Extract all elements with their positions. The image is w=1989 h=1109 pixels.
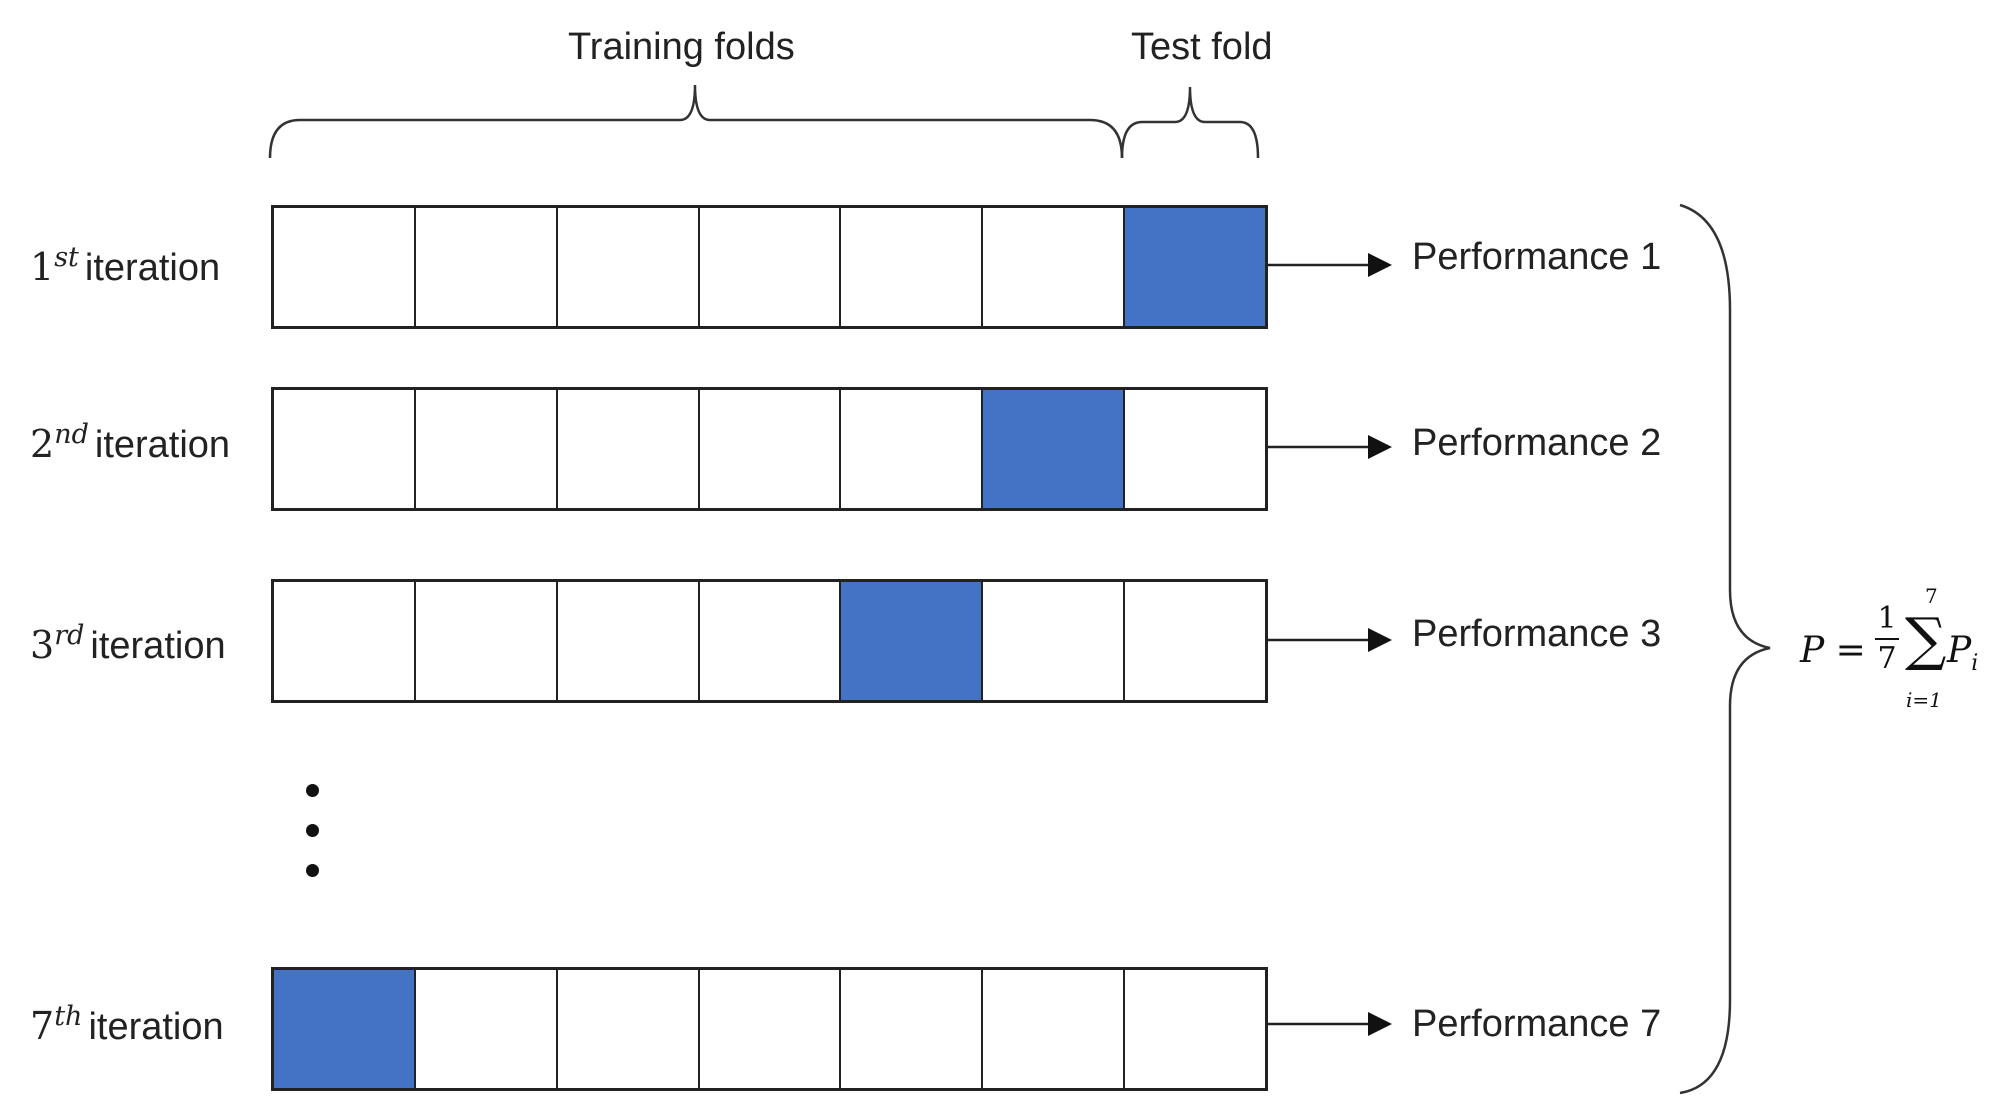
sum-symbol: ∑ bbox=[1905, 605, 1947, 673]
test-fold-label: Test fold bbox=[1131, 26, 1273, 68]
fold-cell bbox=[1125, 970, 1266, 1088]
fold-cell bbox=[841, 970, 984, 1088]
fold-cell bbox=[699, 390, 842, 508]
fold-row-3 bbox=[271, 579, 1268, 703]
ordinal-number: 2 bbox=[30, 422, 55, 466]
fold-cell bbox=[415, 970, 558, 1088]
fraction-denominator: 7 bbox=[1877, 641, 1897, 676]
test-fold-cell bbox=[274, 970, 416, 1088]
iteration-word: iteration bbox=[84, 247, 221, 289]
test-fold-brace bbox=[1120, 86, 1260, 159]
test-fold-cell bbox=[983, 390, 1126, 508]
arrowhead-1 bbox=[1368, 253, 1392, 277]
training-folds-brace bbox=[268, 84, 1124, 159]
arrowhead-2 bbox=[1368, 435, 1392, 459]
fold-cell bbox=[983, 970, 1126, 1088]
ordinal-suffix: th bbox=[54, 1001, 83, 1032]
sum-upper-limit: 7 bbox=[1925, 584, 1938, 608]
formula-term: Pi bbox=[1947, 630, 1978, 676]
formula-lhs: P = bbox=[1800, 630, 1866, 671]
ordinal-number: 3 bbox=[30, 623, 55, 667]
ordinal-suffix: nd bbox=[54, 419, 89, 450]
fold-cell bbox=[983, 208, 1126, 326]
fold-cell bbox=[557, 970, 700, 1088]
arrowhead-3 bbox=[1368, 628, 1392, 652]
fold-cell bbox=[557, 208, 700, 326]
ordinal-number: 7 bbox=[30, 1004, 55, 1048]
fold-cell bbox=[415, 208, 558, 326]
ellipsis-dot bbox=[306, 864, 319, 877]
term-symbol: P bbox=[1947, 630, 1972, 671]
fold-cell bbox=[1125, 390, 1266, 508]
training-folds-label: Training folds bbox=[568, 26, 795, 68]
fold-cell bbox=[699, 208, 842, 326]
iteration-word: iteration bbox=[88, 1006, 224, 1048]
fold-cell bbox=[274, 390, 416, 508]
performance-label-3: Performance 3 bbox=[1412, 613, 1662, 655]
aggregate-brace bbox=[1679, 203, 1771, 1095]
fold-row-2 bbox=[271, 387, 1268, 511]
fold-row-7 bbox=[271, 967, 1268, 1091]
fold-cell bbox=[983, 582, 1126, 700]
arrowhead-7 bbox=[1368, 1012, 1392, 1036]
fold-row-1 bbox=[271, 205, 1268, 329]
term-subscript: i bbox=[1971, 651, 1979, 677]
ordinal-suffix: rd bbox=[54, 620, 85, 651]
fraction-numerator: 1 bbox=[1875, 604, 1899, 640]
fold-cell bbox=[699, 582, 842, 700]
fold-cell bbox=[841, 390, 984, 508]
performance-label-7: Performance 7 bbox=[1412, 1003, 1662, 1045]
arrows bbox=[1268, 253, 1392, 1036]
fold-cell bbox=[415, 390, 558, 508]
ordinal-suffix: st bbox=[54, 242, 79, 273]
fold-cell bbox=[841, 208, 984, 326]
performance-label-1: Performance 1 bbox=[1412, 236, 1662, 278]
test-fold-cell bbox=[841, 582, 984, 700]
fold-cell bbox=[557, 390, 700, 508]
fold-cell bbox=[1125, 582, 1266, 700]
iteration-word: iteration bbox=[94, 424, 231, 466]
fold-cell bbox=[274, 582, 416, 700]
formula-fraction: 1 7 bbox=[1875, 604, 1899, 674]
average-formula: P = 1 7 7 ∑ i=1 Pi bbox=[1800, 582, 1985, 732]
sum-lower-limit: i=1 bbox=[1906, 688, 1942, 712]
ellipsis-dot bbox=[306, 824, 319, 837]
ellipsis-dot bbox=[306, 784, 319, 797]
performance-label-2: Performance 2 bbox=[1412, 422, 1662, 464]
fold-cell bbox=[415, 582, 558, 700]
ordinal-number: 1 bbox=[30, 245, 55, 289]
iteration-word: iteration bbox=[90, 625, 226, 667]
test-fold-cell bbox=[1125, 208, 1266, 326]
fold-cell bbox=[699, 970, 842, 1088]
fold-cell bbox=[274, 208, 416, 326]
fold-cell bbox=[557, 582, 700, 700]
